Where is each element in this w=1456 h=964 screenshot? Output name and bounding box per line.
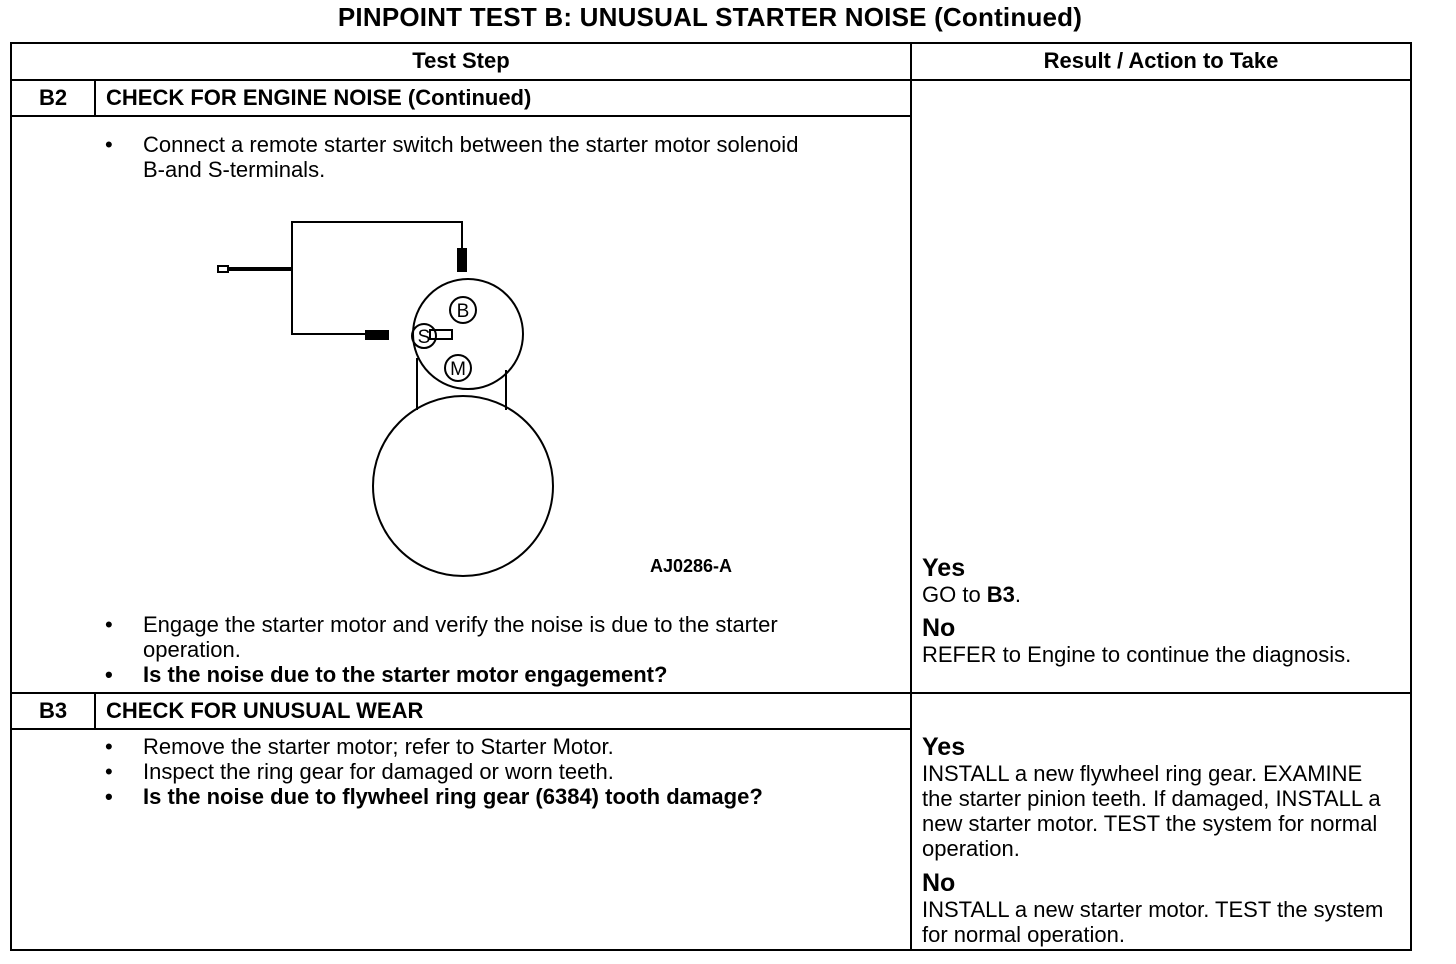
b2-result-no: No REFER to Engine to continue the diagn…	[922, 614, 1362, 667]
b2-bullet-3-text: Is the noise due to the starter motor en…	[143, 662, 668, 687]
terminal-s-label: S	[418, 327, 431, 348]
result-text: .	[1014, 582, 1022, 607]
step-title-b3: CHECK FOR UNUSUAL WEAR	[106, 698, 424, 723]
bullet-glyph: •	[105, 132, 113, 157]
b3-result-yes: Yes INSTALL a new flywheel ring gear. EX…	[922, 733, 1397, 861]
page-title: PINPOINT TEST B: UNUSUAL STARTER NOISE (…	[337, 2, 1083, 32]
header-test-step: Test Step	[412, 48, 510, 73]
result-label-yes: Yes	[922, 554, 966, 582]
b3-result-no: No INSTALL a new starter motor. TEST the…	[922, 869, 1397, 947]
terminal-m-label: M	[450, 359, 466, 380]
b3-bullet-3-text: Is the noise due to flywheel ring gear (…	[143, 784, 763, 809]
result-text: to continue the diagnosis.	[1095, 642, 1352, 667]
result-ref: Engine	[1027, 642, 1096, 667]
result-label-no: No	[922, 869, 956, 897]
terminal-b-label: B	[457, 301, 470, 322]
b3-bullet-3: • Is the noise due to flywheel ring gear…	[105, 784, 893, 809]
b3-bullet-2-text: Inspect the ring gear for damaged or wor…	[143, 759, 614, 784]
b2-bullet-2: • Engage the starter motor and verify th…	[105, 612, 843, 662]
b2-result-yes: Yes GO to B3.	[922, 554, 1392, 607]
starter-wiring-diagram: B S M	[217, 221, 554, 577]
result-ref: B3	[986, 582, 1015, 607]
result-label-yes: Yes	[922, 733, 966, 761]
result-text: REFER to	[922, 642, 1022, 667]
b2-bullet-3: • Is the noise due to the starter motor …	[105, 662, 863, 687]
result-text: INSTALL a new starter motor. TEST the sy…	[922, 897, 1384, 947]
step-id-b2: B2	[38, 85, 68, 110]
bullet-glyph: •	[105, 662, 113, 687]
figure-label: AJ0286-A	[650, 556, 733, 576]
bullet-glyph: •	[105, 612, 113, 637]
result-label-no: No	[922, 614, 956, 642]
b2-bullet-1: • Connect a remote starter switch betwee…	[105, 132, 823, 182]
bullet-glyph: •	[105, 759, 113, 784]
step-title-b2: CHECK FOR ENGINE NOISE (Continued)	[106, 85, 532, 110]
bullet-glyph: •	[105, 734, 113, 759]
header-result: Result / Action to Take	[1043, 48, 1279, 73]
step-id-b3: B3	[38, 698, 68, 723]
b3-bullet-2: • Inspect the ring gear for damaged or w…	[105, 759, 883, 784]
result-text: INSTALL a new flywheel ring gear. EXAMIN…	[922, 761, 1381, 861]
b3-bullet-1-text: Remove the starter motor; refer to Start…	[143, 734, 614, 759]
b3-bullet-1: • Remove the starter motor; refer to Sta…	[105, 734, 883, 759]
b2-bullet-1-text: Connect a remote starter switch between …	[143, 132, 799, 182]
result-text: GO to	[922, 582, 987, 607]
b2-bullet-2-text: Engage the starter motor and verify the …	[143, 612, 778, 662]
bullet-glyph: •	[105, 784, 113, 809]
